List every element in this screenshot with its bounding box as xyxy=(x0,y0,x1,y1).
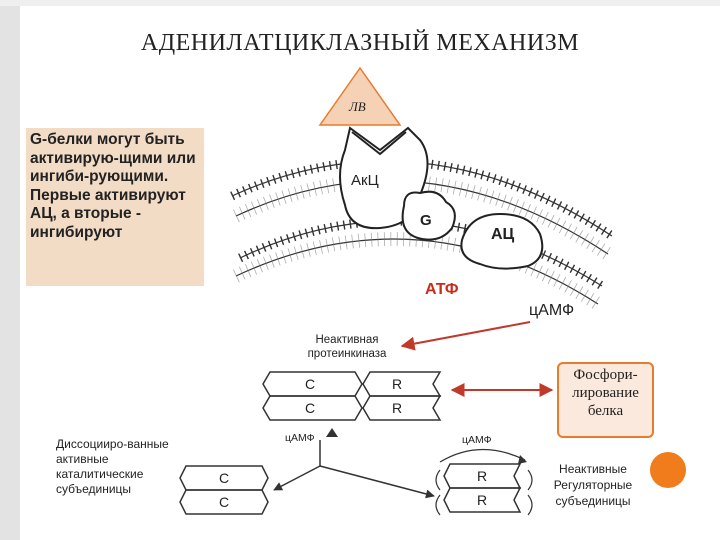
ligand-triangle xyxy=(318,66,402,126)
cat-c2: C xyxy=(219,494,230,510)
g-protein-note: G-белки могут быть активирую-щими или ин… xyxy=(26,128,204,286)
regulatory-subunits xyxy=(435,463,533,516)
holo-r2: R xyxy=(392,400,403,416)
camf-small-right: цАМФ xyxy=(462,434,492,446)
receptor-akc-label: АкЦ xyxy=(351,172,379,189)
holo-c1: C xyxy=(305,376,316,392)
inactive-kinase-label: Неактивная протеинкиназа xyxy=(307,334,387,360)
cat-c1: C xyxy=(219,470,230,486)
holo-r1: R xyxy=(392,376,403,392)
catalytic-subunits xyxy=(179,465,269,515)
camf-arc xyxy=(439,448,526,463)
top-frame-bar xyxy=(0,0,720,6)
g-protein-shape xyxy=(401,190,456,241)
reg-r2: R xyxy=(477,492,488,508)
protein-kinase-holoenzyme xyxy=(262,371,442,421)
ligand-label: ЛВ xyxy=(349,99,366,114)
reg-r1: R xyxy=(477,468,488,484)
dissociated-subunits-label: Диссоцииро-ванные активные каталитически… xyxy=(56,437,169,496)
holo-c2: C xyxy=(305,400,316,416)
adenylate-cyclase-label: АЦ xyxy=(491,226,515,243)
inactive-regulatory-label: Неактивные Регуляторные субъединицы xyxy=(553,462,633,508)
orange-accent-circle xyxy=(650,452,686,488)
dissociation-arrows xyxy=(273,440,435,499)
adenylate-cyclase-shape xyxy=(460,212,544,270)
camf-to-kinase-arrow xyxy=(400,321,531,351)
camf-small-left: цАМФ xyxy=(285,432,315,444)
slide-title: АДЕНИЛАТЦИКЛАЗНЫЙ МЕХАНИЗМ xyxy=(140,30,580,56)
camf-label: цАМФ xyxy=(529,302,575,319)
camf-up-triangle xyxy=(326,428,338,437)
g-protein-label: G xyxy=(420,212,432,229)
phosphorylation-box: Фосфори-лирование белка xyxy=(557,362,654,438)
left-frame-bar xyxy=(0,0,20,540)
atf-label: АТФ xyxy=(425,281,459,298)
